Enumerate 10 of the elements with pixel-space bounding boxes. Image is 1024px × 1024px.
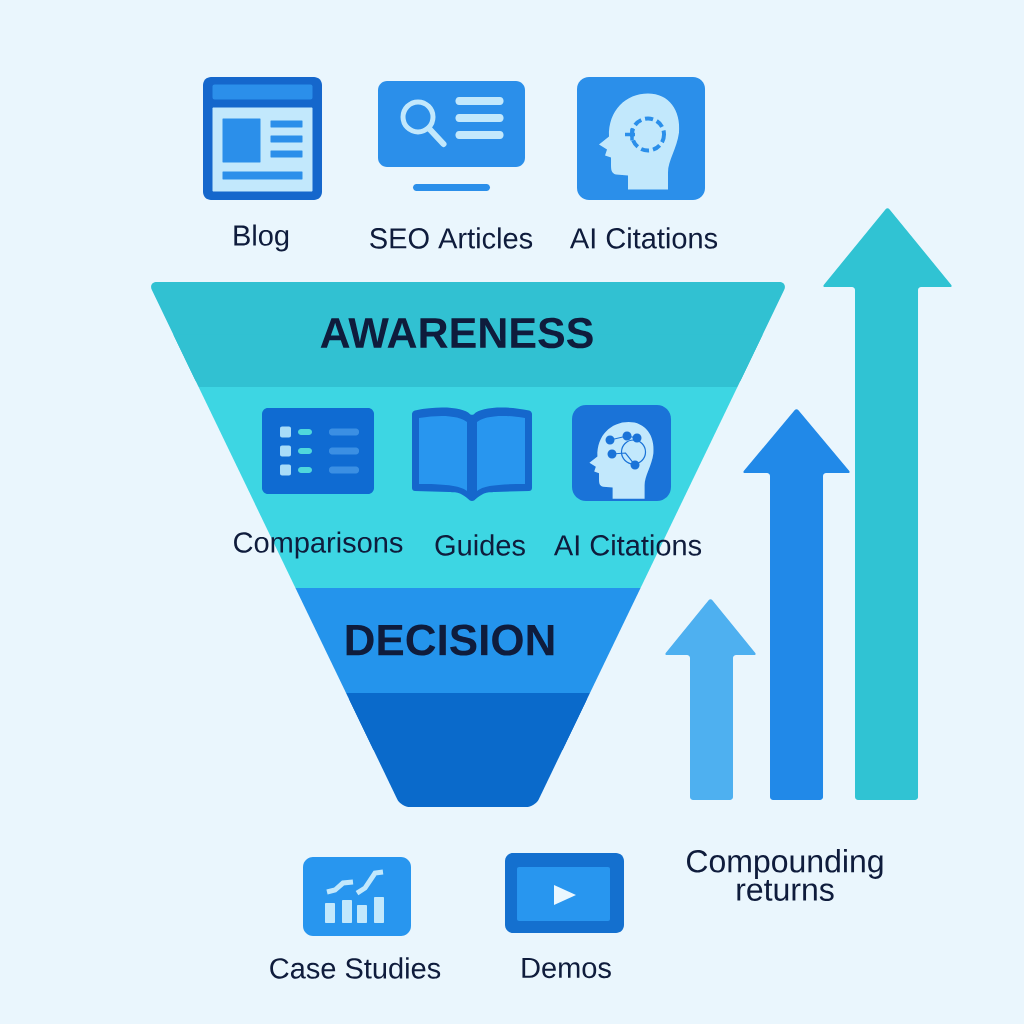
icon-label: AI Citations: [569, 227, 718, 249]
funnel-band: [346, 693, 590, 807]
funnel-band: AWARENESS: [151, 282, 785, 387]
icon-label: SEO Articles: [370, 227, 533, 249]
icon-label: Blog: [234, 224, 289, 252]
icon-label: Case Studies: [270, 957, 441, 979]
funnel-band: DECISION: [295, 588, 641, 693]
icon-label: Guides: [435, 534, 525, 556]
icon-label: Demos: [522, 957, 611, 979]
caption-text: Compounding returns: [687, 849, 883, 901]
